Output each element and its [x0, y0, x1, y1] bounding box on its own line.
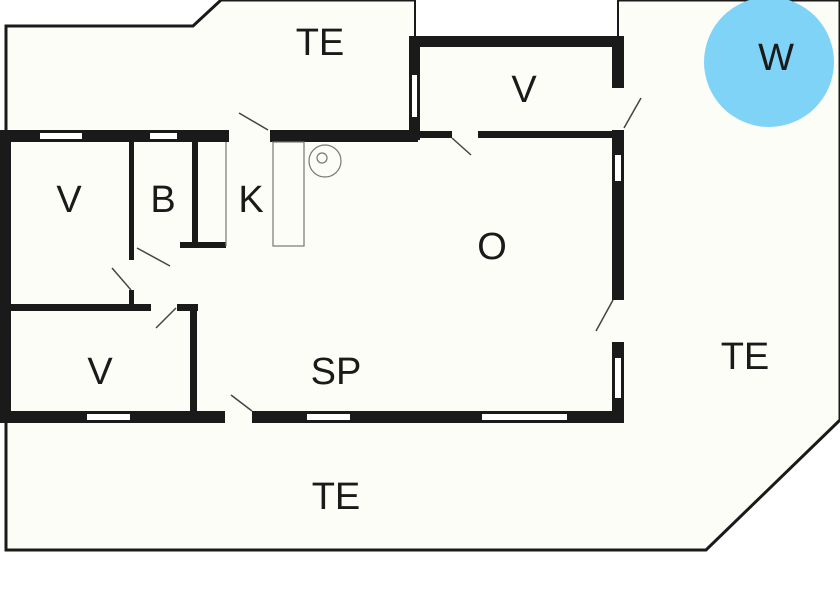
water-feature	[704, 0, 834, 127]
room-label-sp: SP	[310, 351, 362, 393]
fixtures	[225, 141, 342, 247]
room-label-b: B	[150, 179, 176, 221]
room-label-v-left: V	[56, 179, 82, 221]
walls	[0, 36, 624, 423]
kitchen-counter	[272, 141, 305, 247]
room-label-v-top-right: V	[511, 69, 537, 111]
doors	[111, 97, 642, 412]
room-label-te-bottom: TE	[311, 476, 361, 518]
stove-icon	[308, 144, 342, 178]
room-label-o: O	[477, 226, 507, 268]
room-label-te-right: TE	[720, 336, 770, 378]
room-label-te-top: TE	[295, 22, 345, 64]
room-label-v-bottom-left: V	[87, 351, 113, 393]
water-label: W	[758, 37, 794, 79]
room-label-k: K	[238, 179, 264, 221]
outside-area-top	[415, 0, 618, 36]
